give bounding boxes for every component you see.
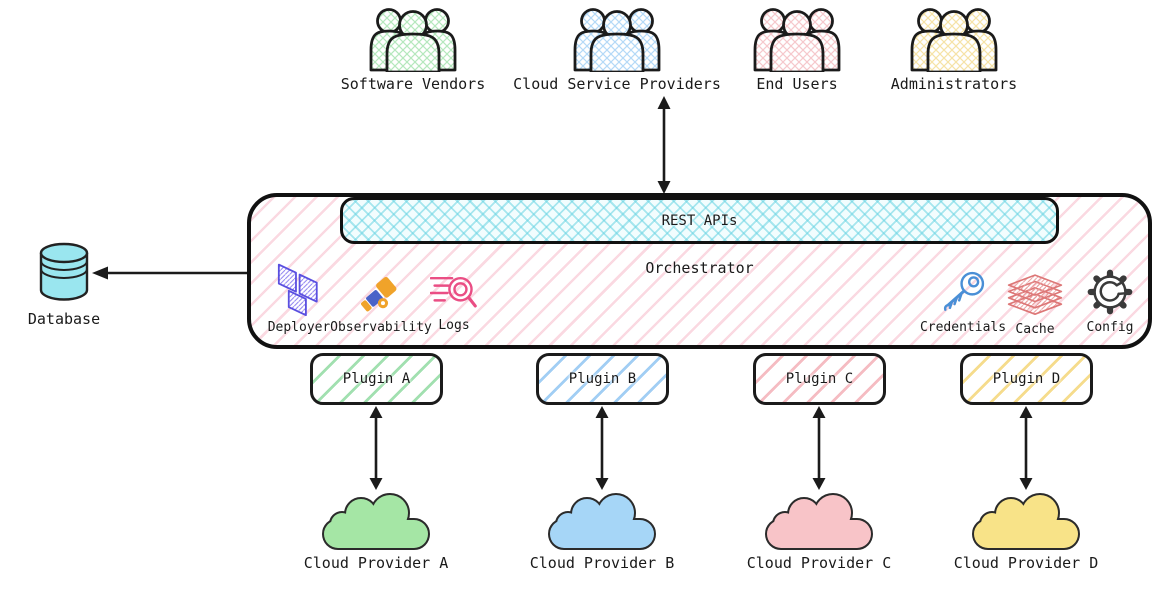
arrow-plugin-b-cloud-b — [595, 406, 609, 490]
terraform-icon — [278, 263, 318, 317]
cloud-label-provider-c: Cloud Provider C — [746, 554, 892, 572]
gear-wrench-icon — [1087, 269, 1133, 315]
telescope-icon — [360, 276, 397, 312]
cloud-icon-provider-b — [548, 493, 656, 550]
arrow-plugin-d-cloud-d — [1019, 406, 1033, 490]
tool-label-credentials: Credentials — [919, 320, 1007, 335]
database-icon — [39, 242, 89, 301]
plugin-d-label: Plugin D — [992, 371, 1061, 387]
arrow-plugin-c-cloud-c — [812, 406, 826, 490]
arrow-actors-orchestrator — [657, 96, 671, 194]
people-icon-software-vendors — [369, 8, 457, 72]
tool-credentials: Credentials — [920, 269, 1006, 335]
tool-logs: Logs — [430, 271, 478, 333]
tool-label-logs: Logs — [438, 318, 470, 333]
actor-label-cloud-service-providers: Cloud Service Providers — [513, 75, 721, 93]
plugin-c-label: Plugin C — [785, 371, 854, 387]
actor-label-administrators: Administrators — [890, 75, 1018, 93]
plugin-a-label: Plugin A — [342, 371, 411, 387]
magnifier-lines-icon — [430, 277, 477, 308]
people-icon-administrators — [910, 8, 998, 72]
people-icon-cloud-service-providers — [573, 8, 661, 72]
cloud-icon-provider-a — [322, 493, 430, 550]
plugin-b-label: Plugin B — [568, 371, 637, 387]
actor-label-end-users: End Users — [756, 75, 838, 93]
tool-observability: Observability — [330, 269, 432, 335]
plugin-b-box: Plugin B — [536, 353, 669, 405]
rest-apis-bar: REST APIs — [340, 197, 1059, 244]
key-icon — [943, 271, 985, 311]
cloud-label-provider-a: Cloud Provider A — [303, 554, 449, 572]
stacked-layers-icon — [1007, 274, 1063, 315]
tool-label-observability: Observability — [330, 320, 432, 335]
arrow-orchestrator-database — [92, 266, 250, 280]
cloud-icon-provider-c — [765, 493, 873, 550]
cloud-label-provider-b: Cloud Provider B — [529, 554, 675, 572]
plugin-a-box: Plugin A — [310, 353, 443, 405]
cloud-icon-provider-d — [972, 493, 1080, 550]
tool-label-config: Config — [1086, 320, 1134, 335]
rest-apis-label: REST APIs — [661, 212, 738, 229]
people-icon-end-users — [753, 8, 841, 72]
plugin-d-box: Plugin D — [960, 353, 1093, 405]
tool-config: Config — [1085, 267, 1135, 335]
tool-deployer: Deployer — [267, 261, 331, 335]
database-label: Database — [27, 310, 101, 328]
tool-cache: Cache — [1005, 273, 1065, 337]
cloud-label-provider-d: Cloud Provider D — [953, 554, 1099, 572]
tool-label-deployer: Deployer — [267, 320, 331, 335]
plugin-c-box: Plugin C — [753, 353, 886, 405]
tool-label-cache: Cache — [1015, 322, 1055, 337]
actor-label-software-vendors: Software Vendors — [340, 75, 486, 93]
arrow-plugin-a-cloud-a — [369, 406, 383, 490]
orchestrator-label: Orchestrator — [645, 259, 754, 277]
orchestrator-box: REST APIs Orchestrator Deployer — [247, 193, 1152, 349]
